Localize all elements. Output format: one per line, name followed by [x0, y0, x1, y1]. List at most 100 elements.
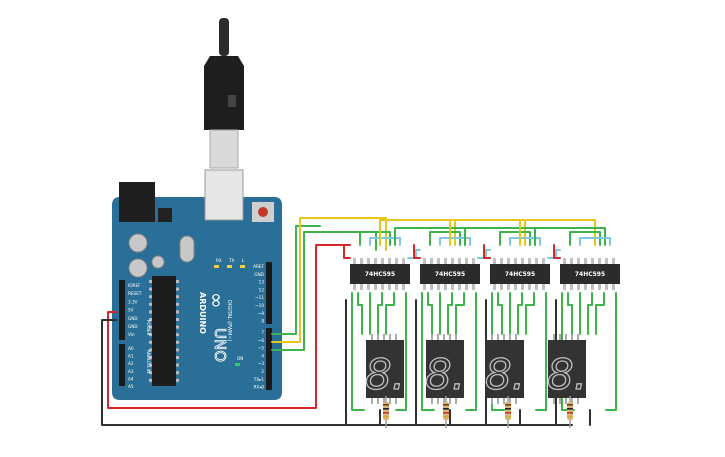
wire-cyan-chain[interactable] [477, 249, 491, 259]
display-pin [577, 334, 579, 342]
wires [101, 217, 617, 426]
chip-pin [149, 295, 152, 299]
wire-green-segment[interactable] [357, 292, 363, 335]
chip-pin [521, 258, 524, 266]
wire-green-segment[interactable] [427, 292, 433, 335]
resistor-band [505, 412, 511, 414]
wire-green-segment[interactable] [605, 292, 617, 411]
resistor-2[interactable] [443, 396, 449, 428]
resistor-4[interactable] [567, 396, 573, 428]
chip-pin [507, 282, 510, 290]
chip-pin [451, 282, 454, 290]
chip-pin [444, 258, 447, 266]
chip-pin [591, 258, 594, 266]
header-pin-label: AREF [253, 264, 264, 269]
resistor-band [383, 404, 389, 406]
chip-pin [381, 258, 384, 266]
seven-segment-display-3[interactable]: 8. [484, 334, 526, 404]
wire-yellow-clock[interactable] [271, 217, 387, 343]
chip-pin [584, 258, 587, 266]
wire-red-5v[interactable] [107, 244, 351, 409]
resistor-3[interactable] [505, 396, 511, 428]
display-pin [571, 396, 573, 404]
resistor-body [383, 402, 389, 420]
display-pin [443, 334, 445, 342]
rx-led-label: RX [216, 258, 222, 263]
wire-green-segment[interactable] [447, 292, 453, 335]
wire-green-segment[interactable] [497, 292, 503, 335]
wire-red-vcc[interactable] [483, 244, 491, 259]
analog-label: ANALOG IN [146, 350, 151, 373]
chip-body [350, 264, 410, 284]
resistor-band [443, 408, 449, 410]
reset-button-cap[interactable] [258, 207, 268, 217]
chip-pin [149, 310, 152, 314]
display-pin [565, 334, 567, 342]
chip-pin [528, 282, 531, 290]
wire-green-data[interactable] [271, 225, 321, 335]
display-body [366, 340, 404, 398]
chip-pin [353, 282, 356, 290]
chip-pin [584, 282, 587, 290]
wire-cyan-chain[interactable] [407, 249, 421, 259]
shift-register-2[interactable]: 74HC595 [420, 258, 480, 290]
wire-cyan-bus[interactable] [369, 237, 401, 246]
wire-cyan-bus[interactable] [439, 237, 471, 246]
seven-segment-display-2[interactable]: 8. [424, 334, 466, 404]
display-pin [515, 396, 517, 404]
l-led-label: L [242, 258, 245, 263]
seven-segment-display-1[interactable]: 8. [364, 334, 406, 404]
display-pin [437, 396, 439, 404]
chip-pin [402, 258, 405, 266]
chip-pin [176, 371, 179, 375]
wire-green-segment[interactable] [535, 292, 547, 411]
chip-pin [176, 280, 179, 283]
shift-register-3[interactable]: 74HC595 [490, 258, 550, 290]
wire-green-segment[interactable] [421, 292, 435, 411]
wire-green-segment[interactable] [491, 292, 505, 411]
wire-cyan-chain[interactable] [547, 249, 561, 259]
wire-green-latch[interactable] [271, 231, 377, 351]
display-pin [383, 396, 385, 404]
chip-pin [176, 348, 179, 352]
usb-cable[interactable] [204, 18, 244, 169]
resistor-1[interactable] [383, 396, 389, 428]
wire-green-segment[interactable] [517, 292, 523, 335]
capacitor-1 [128, 233, 148, 253]
wire-green-segment[interactable] [465, 292, 477, 411]
wire-red-vcc[interactable] [553, 244, 561, 259]
wire-black-gnd[interactable] [101, 319, 573, 426]
shift-register-4[interactable]: 74HC595 [560, 258, 620, 290]
display-pin [377, 396, 379, 404]
infinity-icon: ∞ [205, 292, 229, 309]
chip-pin [360, 258, 363, 266]
wire-green-segment[interactable] [395, 292, 407, 411]
wire-red-vcc[interactable] [343, 244, 351, 259]
wire-green-chain[interactable] [534, 227, 606, 246]
power-header [119, 280, 125, 340]
chip-pin [451, 258, 454, 266]
wire-cyan-bus[interactable] [579, 237, 611, 246]
display-pin [565, 396, 567, 404]
resistor-band [383, 412, 389, 414]
wire-green-segment[interactable] [525, 292, 535, 335]
wire-green-segment[interactable] [351, 292, 365, 411]
header-pin-label: GND [254, 272, 264, 277]
wire-red-vcc[interactable] [413, 244, 421, 259]
wire-green-segment[interactable] [377, 292, 383, 335]
wire-green-segment[interactable] [567, 292, 573, 335]
header-pin-label: A0 [128, 346, 134, 351]
wire-green-segment[interactable] [455, 292, 465, 335]
wire-green-segment[interactable] [595, 292, 605, 335]
header-pin-label: RESET [128, 291, 142, 296]
wire-green-segment[interactable] [385, 292, 395, 335]
wire-green-segment[interactable] [587, 292, 593, 335]
resistor-band [443, 404, 449, 406]
usb-cable-wire [219, 18, 229, 56]
wire-cyan-bus[interactable] [509, 237, 541, 246]
seven-segment-display-4[interactable]: 8. [546, 334, 588, 404]
shift-register-1[interactable]: 74HC595 [350, 258, 410, 290]
